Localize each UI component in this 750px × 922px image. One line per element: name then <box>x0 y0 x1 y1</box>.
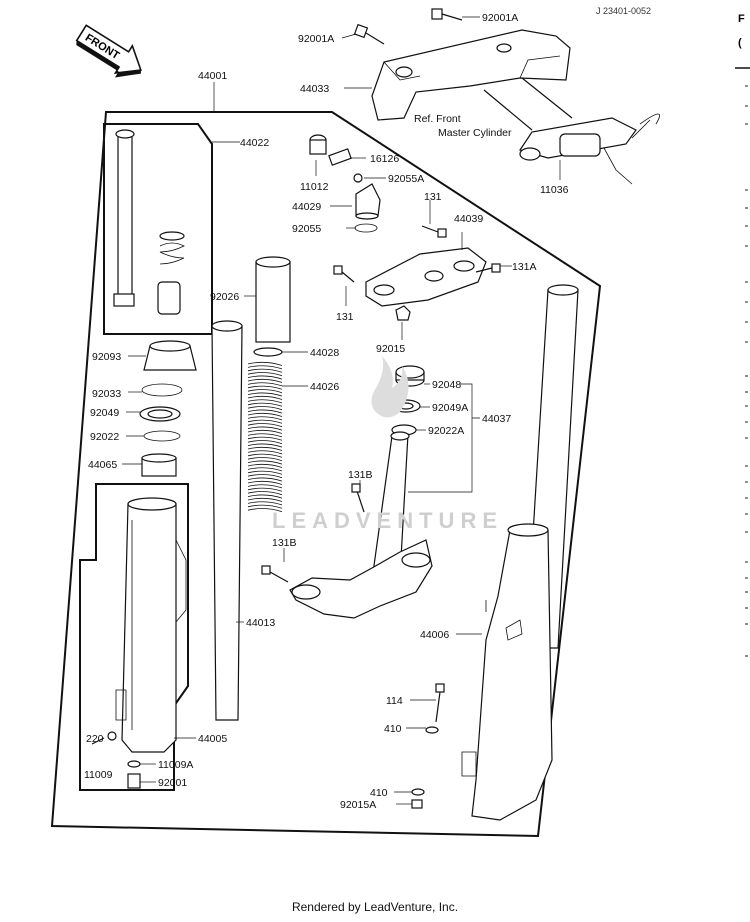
label-92055A: 92055A <box>388 173 424 185</box>
handlebar-holder-44033 <box>344 29 571 121</box>
label-44037: 44037 <box>482 413 511 425</box>
label-92049: 92049 <box>90 407 119 419</box>
bushing-92022 <box>126 430 181 442</box>
label-92001A-b: 92001A <box>298 33 334 45</box>
gasket-11009A <box>127 760 156 768</box>
label-114: 114 <box>386 695 403 707</box>
oil-seal-92093 <box>128 340 197 371</box>
label-131-b: 131 <box>336 311 354 323</box>
damper-rod-44022 <box>113 129 240 315</box>
fitting-11012 <box>309 134 327 176</box>
label-11009A: 11009A <box>158 759 193 771</box>
label-220: 220 <box>86 733 104 745</box>
washer-92049 <box>126 406 181 422</box>
label-44029: 44029 <box>292 201 321 213</box>
right-edge-mark-2: ( <box>738 37 742 49</box>
assembly-outline-44001 <box>50 111 602 838</box>
label-11012: 11012 <box>300 181 329 193</box>
label-44039: 44039 <box>454 213 483 225</box>
steering-stem <box>289 431 433 619</box>
label-92026: 92026 <box>210 291 239 303</box>
front-direction-arrow: FRONT <box>75 24 142 78</box>
footer-credit: Rendered by LeadVenture, Inc. <box>291 900 459 914</box>
label-131B-b: 131B <box>272 537 297 549</box>
label-410-b: 410 <box>370 787 388 799</box>
label-131B-a: 131B <box>348 469 373 481</box>
outer-tube-right-44006 <box>456 284 579 821</box>
label-410-a: 410 <box>384 723 402 735</box>
ref-note-line2: Master Cylinder <box>438 127 512 139</box>
label-44006: 44006 <box>420 629 449 641</box>
bolt-131B-upper <box>351 480 365 513</box>
label-92055: 92055 <box>292 223 321 235</box>
o-ring-92055A <box>353 173 386 183</box>
screw-220 <box>91 731 117 745</box>
part-labels: 92001A 92001A 44033 44001 44022 16126 11… <box>84 12 569 811</box>
o-ring-92055 <box>346 223 378 233</box>
bracket-44037 <box>408 383 480 493</box>
label-44065: 44065 <box>88 459 117 471</box>
label-44022: 44022 <box>240 137 269 149</box>
washer-410-lower <box>394 788 425 796</box>
label-92022A: 92022A <box>428 425 464 437</box>
drawing-number: J 23401-0052 <box>596 6 652 16</box>
label-92049A: 92049A <box>432 402 468 414</box>
spacer-92026 <box>244 256 291 343</box>
nut-92015A <box>396 799 423 809</box>
label-44028: 44028 <box>310 347 339 359</box>
label-44026: 44026 <box>310 381 339 393</box>
bolt-131-side <box>333 265 355 306</box>
right-edge-marks: F ( <box>735 13 750 657</box>
bolt-131B-lower <box>261 548 289 583</box>
watermark: LEADVENTURE <box>272 356 503 533</box>
upper-clamp-44039 <box>365 232 487 307</box>
valve-16126 <box>328 148 366 166</box>
right-edge-mark-1: F <box>738 13 745 25</box>
label-92093: 92093 <box>92 351 121 363</box>
washer-410-upper <box>406 726 439 734</box>
bolt-114 <box>410 683 445 723</box>
subassembly-box-44005 <box>79 483 189 791</box>
inner-tube-44013 <box>211 320 244 721</box>
label-11036: 11036 <box>540 184 569 196</box>
bolt-92001 <box>127 773 156 789</box>
watermark-text: LEADVENTURE <box>272 508 503 533</box>
holder-bolts <box>483 77 573 131</box>
ref-note-line1: Ref. Front <box>414 113 461 125</box>
nut-92015 <box>395 305 411 340</box>
label-44001: 44001 <box>198 70 227 82</box>
label-16126: 16126 <box>370 153 399 165</box>
label-131A: 131A <box>512 261 537 273</box>
label-44033: 44033 <box>300 83 329 95</box>
label-44005: 44005 <box>198 733 227 745</box>
label-92033: 92033 <box>92 388 121 400</box>
cap-44029 <box>330 183 381 220</box>
subassembly-box-44022 <box>103 123 213 335</box>
retaining-ring-92033 <box>128 383 183 397</box>
bolt-131-upper <box>421 200 447 238</box>
label-44013: 44013 <box>246 617 275 629</box>
outer-tube-left-44005 <box>115 497 196 753</box>
bushing-44065 <box>122 453 177 477</box>
bolt-92001A <box>341 8 480 45</box>
washer-44028 <box>253 347 308 357</box>
bolt-131A <box>475 263 512 273</box>
label-92015A: 92015A <box>340 799 376 811</box>
label-92015: 92015 <box>376 343 405 355</box>
label-11009: 11009 <box>84 769 113 781</box>
label-92048: 92048 <box>432 379 461 391</box>
label-131-a: 131 <box>424 191 442 203</box>
label-92001: 92001 <box>158 777 187 789</box>
label-92001A-a: 92001A <box>482 12 518 24</box>
master-cylinder-clamp-11036 <box>519 113 660 185</box>
spring-44026 <box>247 361 308 513</box>
label-92022: 92022 <box>90 431 119 443</box>
